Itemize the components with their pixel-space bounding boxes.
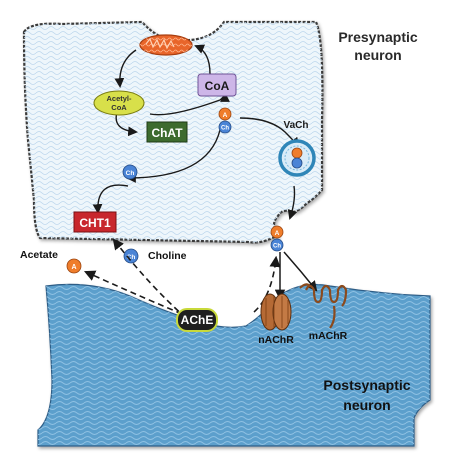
choline-cleft-marker: Ch bbox=[127, 254, 136, 261]
postsynaptic-neuron-body bbox=[37, 283, 431, 447]
chat-label: ChAT bbox=[151, 126, 183, 140]
acetate-a-label: A bbox=[71, 264, 76, 271]
coa-node: CoA bbox=[197, 73, 237, 97]
vach-label: VaCh bbox=[283, 120, 308, 131]
ach-molecule-cytoplasm: A Ch bbox=[218, 107, 232, 134]
muscarinic-receptor-icon bbox=[299, 283, 348, 329]
choline-cleft: Ch bbox=[123, 248, 139, 264]
ache-label: AChE bbox=[181, 313, 214, 327]
choline-label: Choline bbox=[148, 250, 187, 262]
cleft-a-label: A bbox=[275, 230, 280, 237]
choline-inside-label: Ch bbox=[126, 170, 135, 177]
ache-enzyme: AChE bbox=[176, 308, 218, 332]
acetyl-coa-label-1: Acetyl- bbox=[106, 94, 132, 103]
chat-enzyme: ChAT bbox=[146, 121, 188, 143]
acetate-molecule: A bbox=[66, 258, 82, 274]
nachr-label: nAChR bbox=[258, 334, 294, 346]
dashed-arrows bbox=[83, 238, 281, 319]
ach-ch-label: Ch bbox=[221, 126, 229, 132]
choline-inside: Ch bbox=[122, 164, 138, 180]
machr-label: mAChR bbox=[309, 330, 348, 342]
coa-label: CoA bbox=[205, 79, 230, 93]
cht1-label: CHT1 bbox=[79, 216, 111, 230]
presynaptic-label-line2: neuron bbox=[354, 47, 401, 63]
receptor-arrows bbox=[274, 251, 318, 301]
acetyl-coa-node: Acetyl- CoA bbox=[93, 90, 145, 116]
mitochondrion-icon bbox=[139, 34, 193, 56]
acetyl-coa-label-2: CoA bbox=[111, 103, 127, 112]
cleft-ch-label: Ch bbox=[273, 244, 281, 250]
postsynaptic-label-line2: neuron bbox=[343, 397, 390, 413]
vesicle-icon bbox=[278, 139, 316, 177]
postsynaptic-label-line1: Postsynaptic bbox=[323, 377, 410, 393]
acetate-label: Acetate bbox=[20, 249, 58, 261]
ach-molecule-cleft: A Ch bbox=[270, 225, 284, 252]
nicotinic-receptor-icon bbox=[260, 293, 292, 331]
ach-a-label: A bbox=[223, 112, 228, 119]
presynaptic-label-line1: Presynaptic bbox=[338, 29, 418, 45]
cht1-transporter: CHT1 bbox=[73, 211, 117, 233]
